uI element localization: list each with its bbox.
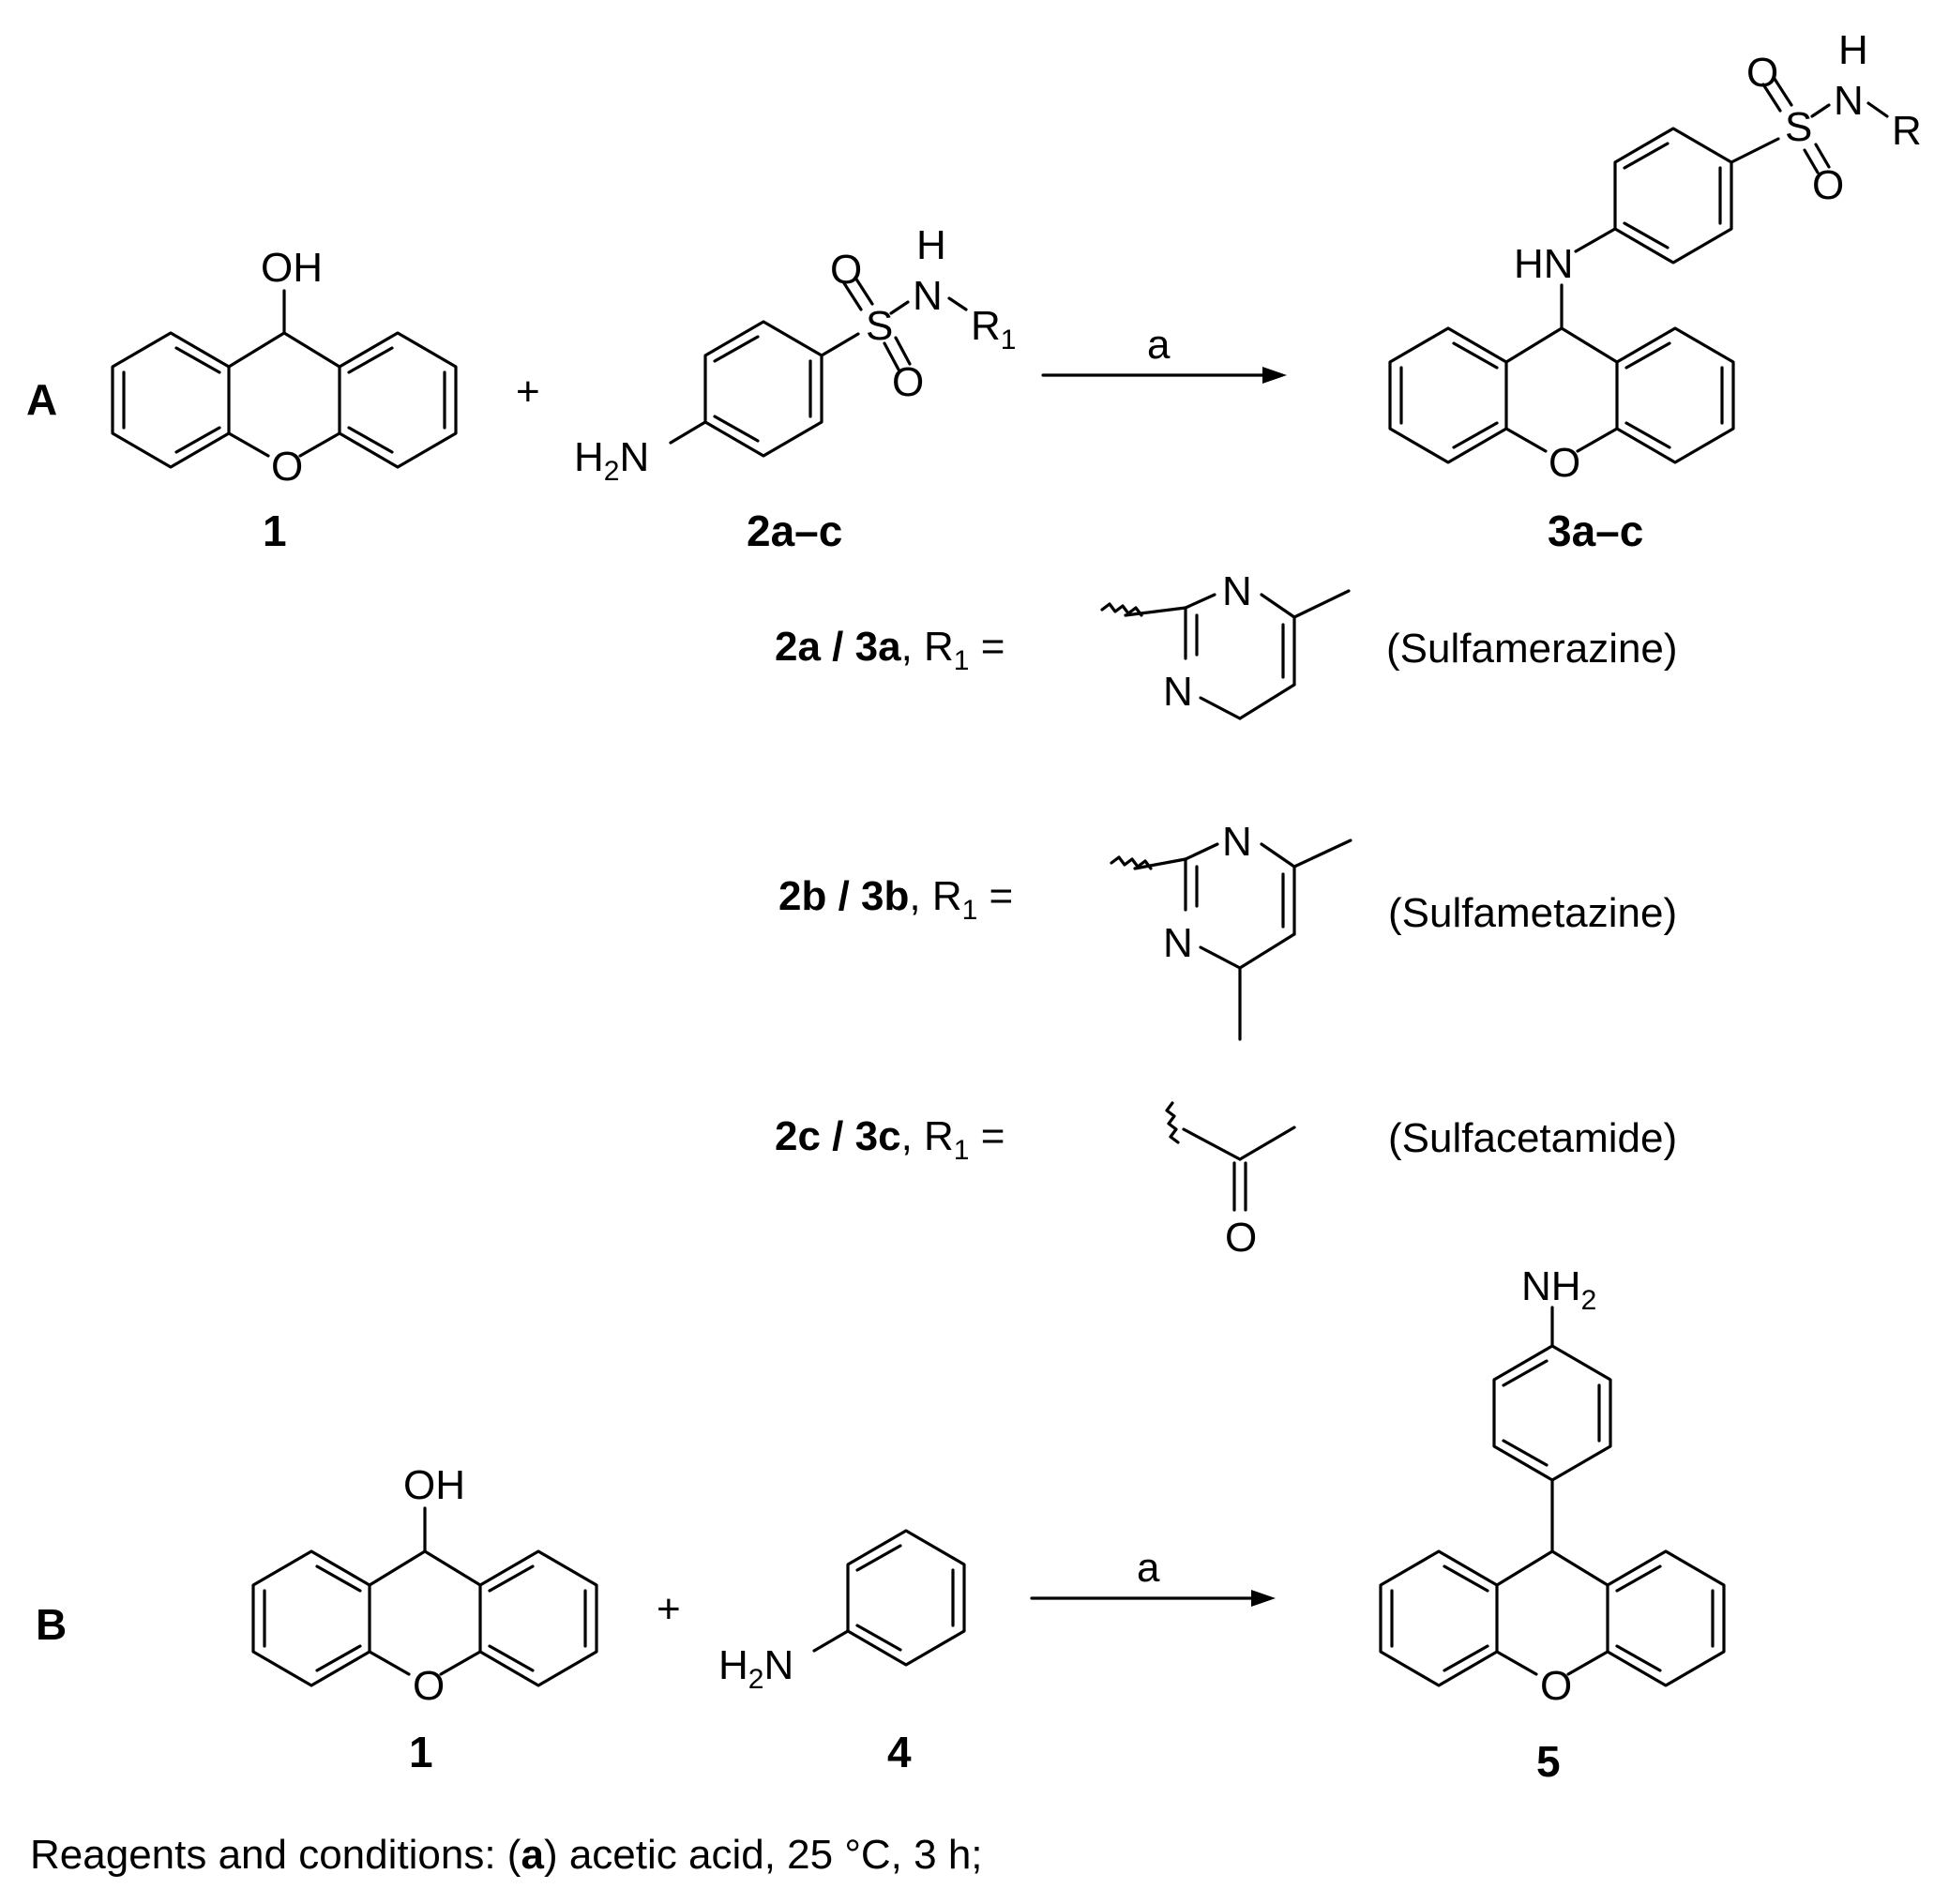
reagent-label-b: a [1137, 1545, 1160, 1591]
compound-4-label: 4 [887, 1728, 912, 1776]
panel-b-letter: B [36, 1600, 67, 1649]
substituent-b-label: 2b / 3b, R1 = [778, 873, 1013, 926]
compound-4-structure [812, 1529, 966, 1667]
sulfametazine-ring-structure [1110, 839, 1352, 1041]
sulfamerazine-n-top: N [1222, 568, 1252, 614]
acetyl-o: O [1225, 1215, 1257, 1261]
compound-1-oh: OH [261, 245, 323, 291]
compound-2-o-top: O [830, 247, 862, 293]
panel-a-letter: A [26, 375, 57, 424]
compound-1b-structure [251, 1506, 598, 1687]
compound-2-o-bottom: O [892, 359, 924, 405]
compound-3-hn: HN [1514, 241, 1574, 287]
reaction-arrow-a [1041, 367, 1287, 384]
compound-1b-oh: OH [403, 1462, 465, 1508]
compound-4-h2n: H2N [718, 1642, 793, 1695]
compound-5-nh2: NH2 [1521, 1263, 1596, 1316]
sulfametazine-n-bottom: N [1163, 920, 1193, 966]
compound-2-s: S [866, 303, 893, 349]
compound-2-h2n: H2N [574, 434, 649, 487]
compound-2-label: 2a–c [747, 506, 842, 555]
compound-2-nh-h: H [916, 222, 946, 268]
compound-3-o-bottom: O [1812, 162, 1844, 208]
compound-3-s: S [1785, 104, 1812, 150]
compound-2-n: N [913, 273, 943, 319]
substituent-b-name: (Sulfametazine) [1388, 890, 1677, 936]
compound-1-ring-o: O [271, 444, 303, 490]
compound-5-ring-o: O [1540, 1663, 1572, 1709]
sulfamerazine-n-bottom: N [1163, 669, 1193, 715]
substituent-a-name: (Sulfamerazine) [1386, 626, 1678, 672]
compound-5-label: 5 [1536, 1737, 1561, 1786]
compound-1b-label: 1 [409, 1728, 433, 1776]
compound-1-label: 1 [263, 506, 287, 555]
reagent-label-a: a [1147, 322, 1171, 368]
compound-1b-ring-o: O [413, 1663, 445, 1709]
sulfametazine-n-top: N [1222, 819, 1252, 865]
compound-1-structure [111, 289, 458, 469]
compound-3-n: N [1834, 78, 1864, 124]
reagents-conditions: Reagents and conditions: (a) acetic acid… [30, 1832, 983, 1878]
reaction-arrow-b [1030, 1590, 1276, 1607]
compound-2-r: R1 [971, 303, 1016, 355]
acetyl-group-structure [1165, 1101, 1296, 1212]
substituent-c-name: (Sulfacetamide) [1388, 1115, 1677, 1161]
substituent-a-label: 2a / 3a, R1 = [775, 624, 1005, 676]
compound-5-structure [1379, 1306, 1726, 1687]
compound-3-label: 3a–c [1548, 506, 1643, 555]
compound-3-r: R [1892, 108, 1922, 154]
substituent-c-label: 2c / 3c, R1 = [775, 1113, 1005, 1166]
compound-3-structure [1388, 77, 1889, 464]
compound-3-o-top: O [1746, 50, 1778, 96]
plus-sign-b: + [657, 1586, 681, 1632]
compound-3-nh-h: H [1838, 27, 1868, 73]
compound-3-ring-o: O [1549, 440, 1580, 486]
sulfamerazine-ring-structure [1100, 589, 1351, 720]
plus-sign-a: + [516, 369, 540, 415]
compound-2-structure [669, 276, 968, 458]
